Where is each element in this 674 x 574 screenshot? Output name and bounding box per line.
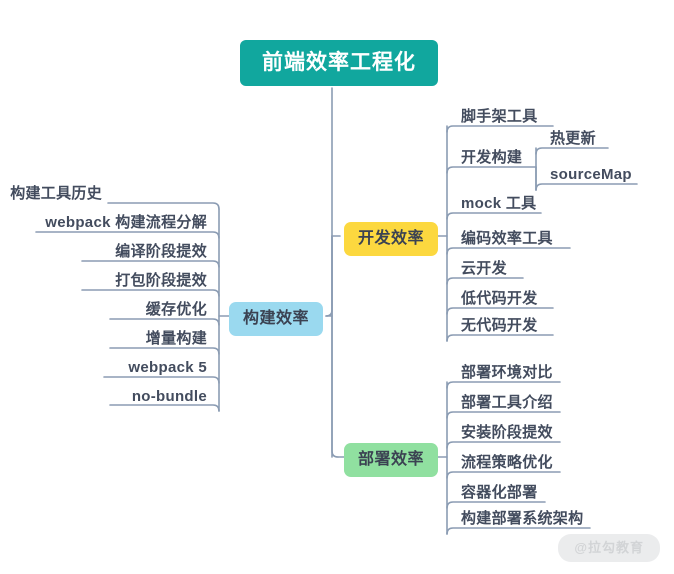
leaf-node[interactable]: 开发构建 xyxy=(461,149,523,166)
leaf-node[interactable]: 无代码开发 xyxy=(461,317,538,334)
leaf-node[interactable]: 脚手架工具 xyxy=(461,108,538,125)
branch-node-build[interactable]: 构建效率 xyxy=(229,302,324,336)
leaf-node[interactable]: no-bundle xyxy=(131,388,207,405)
leaf-node[interactable]: 安装阶段提效 xyxy=(461,424,553,441)
leaf-node[interactable]: 部署工具介绍 xyxy=(461,394,553,411)
leaf-node[interactable]: 打包阶段提效 xyxy=(115,272,207,289)
leaf-node[interactable]: 容器化部署 xyxy=(461,484,538,501)
leaf-node[interactable]: 构建部署系统架构 xyxy=(461,510,584,527)
leaf-node[interactable]: 增量构建 xyxy=(145,330,207,347)
branch-node-deploy[interactable]: 部署效率 xyxy=(344,443,439,477)
leaf-node[interactable]: webpack 5 xyxy=(128,359,207,376)
leaf-node[interactable]: 流程策略优化 xyxy=(461,454,553,471)
leaf-node[interactable]: 缓存优化 xyxy=(145,301,207,318)
leaf-node[interactable]: 部署环境对比 xyxy=(461,364,553,381)
root-node[interactable]: 前端效率工程化 xyxy=(240,40,438,86)
leaf-node[interactable]: webpack 构建流程分解 xyxy=(45,214,207,231)
leaf-node[interactable]: 云开发 xyxy=(461,260,507,277)
watermark: @拉勾教育 xyxy=(558,534,660,562)
leaf-node[interactable]: sourceMap xyxy=(550,166,632,183)
leaf-node[interactable]: mock 工具 xyxy=(461,195,537,212)
leaf-node[interactable]: 低代码开发 xyxy=(461,290,538,307)
branch-node-dev[interactable]: 开发效率 xyxy=(344,222,439,256)
leaf-node[interactable]: 热更新 xyxy=(550,130,596,147)
leaf-node[interactable]: 编码效率工具 xyxy=(461,230,553,247)
leaf-node[interactable]: 编译阶段提效 xyxy=(115,243,207,260)
leaf-node[interactable]: 构建工具历史 xyxy=(10,185,102,202)
